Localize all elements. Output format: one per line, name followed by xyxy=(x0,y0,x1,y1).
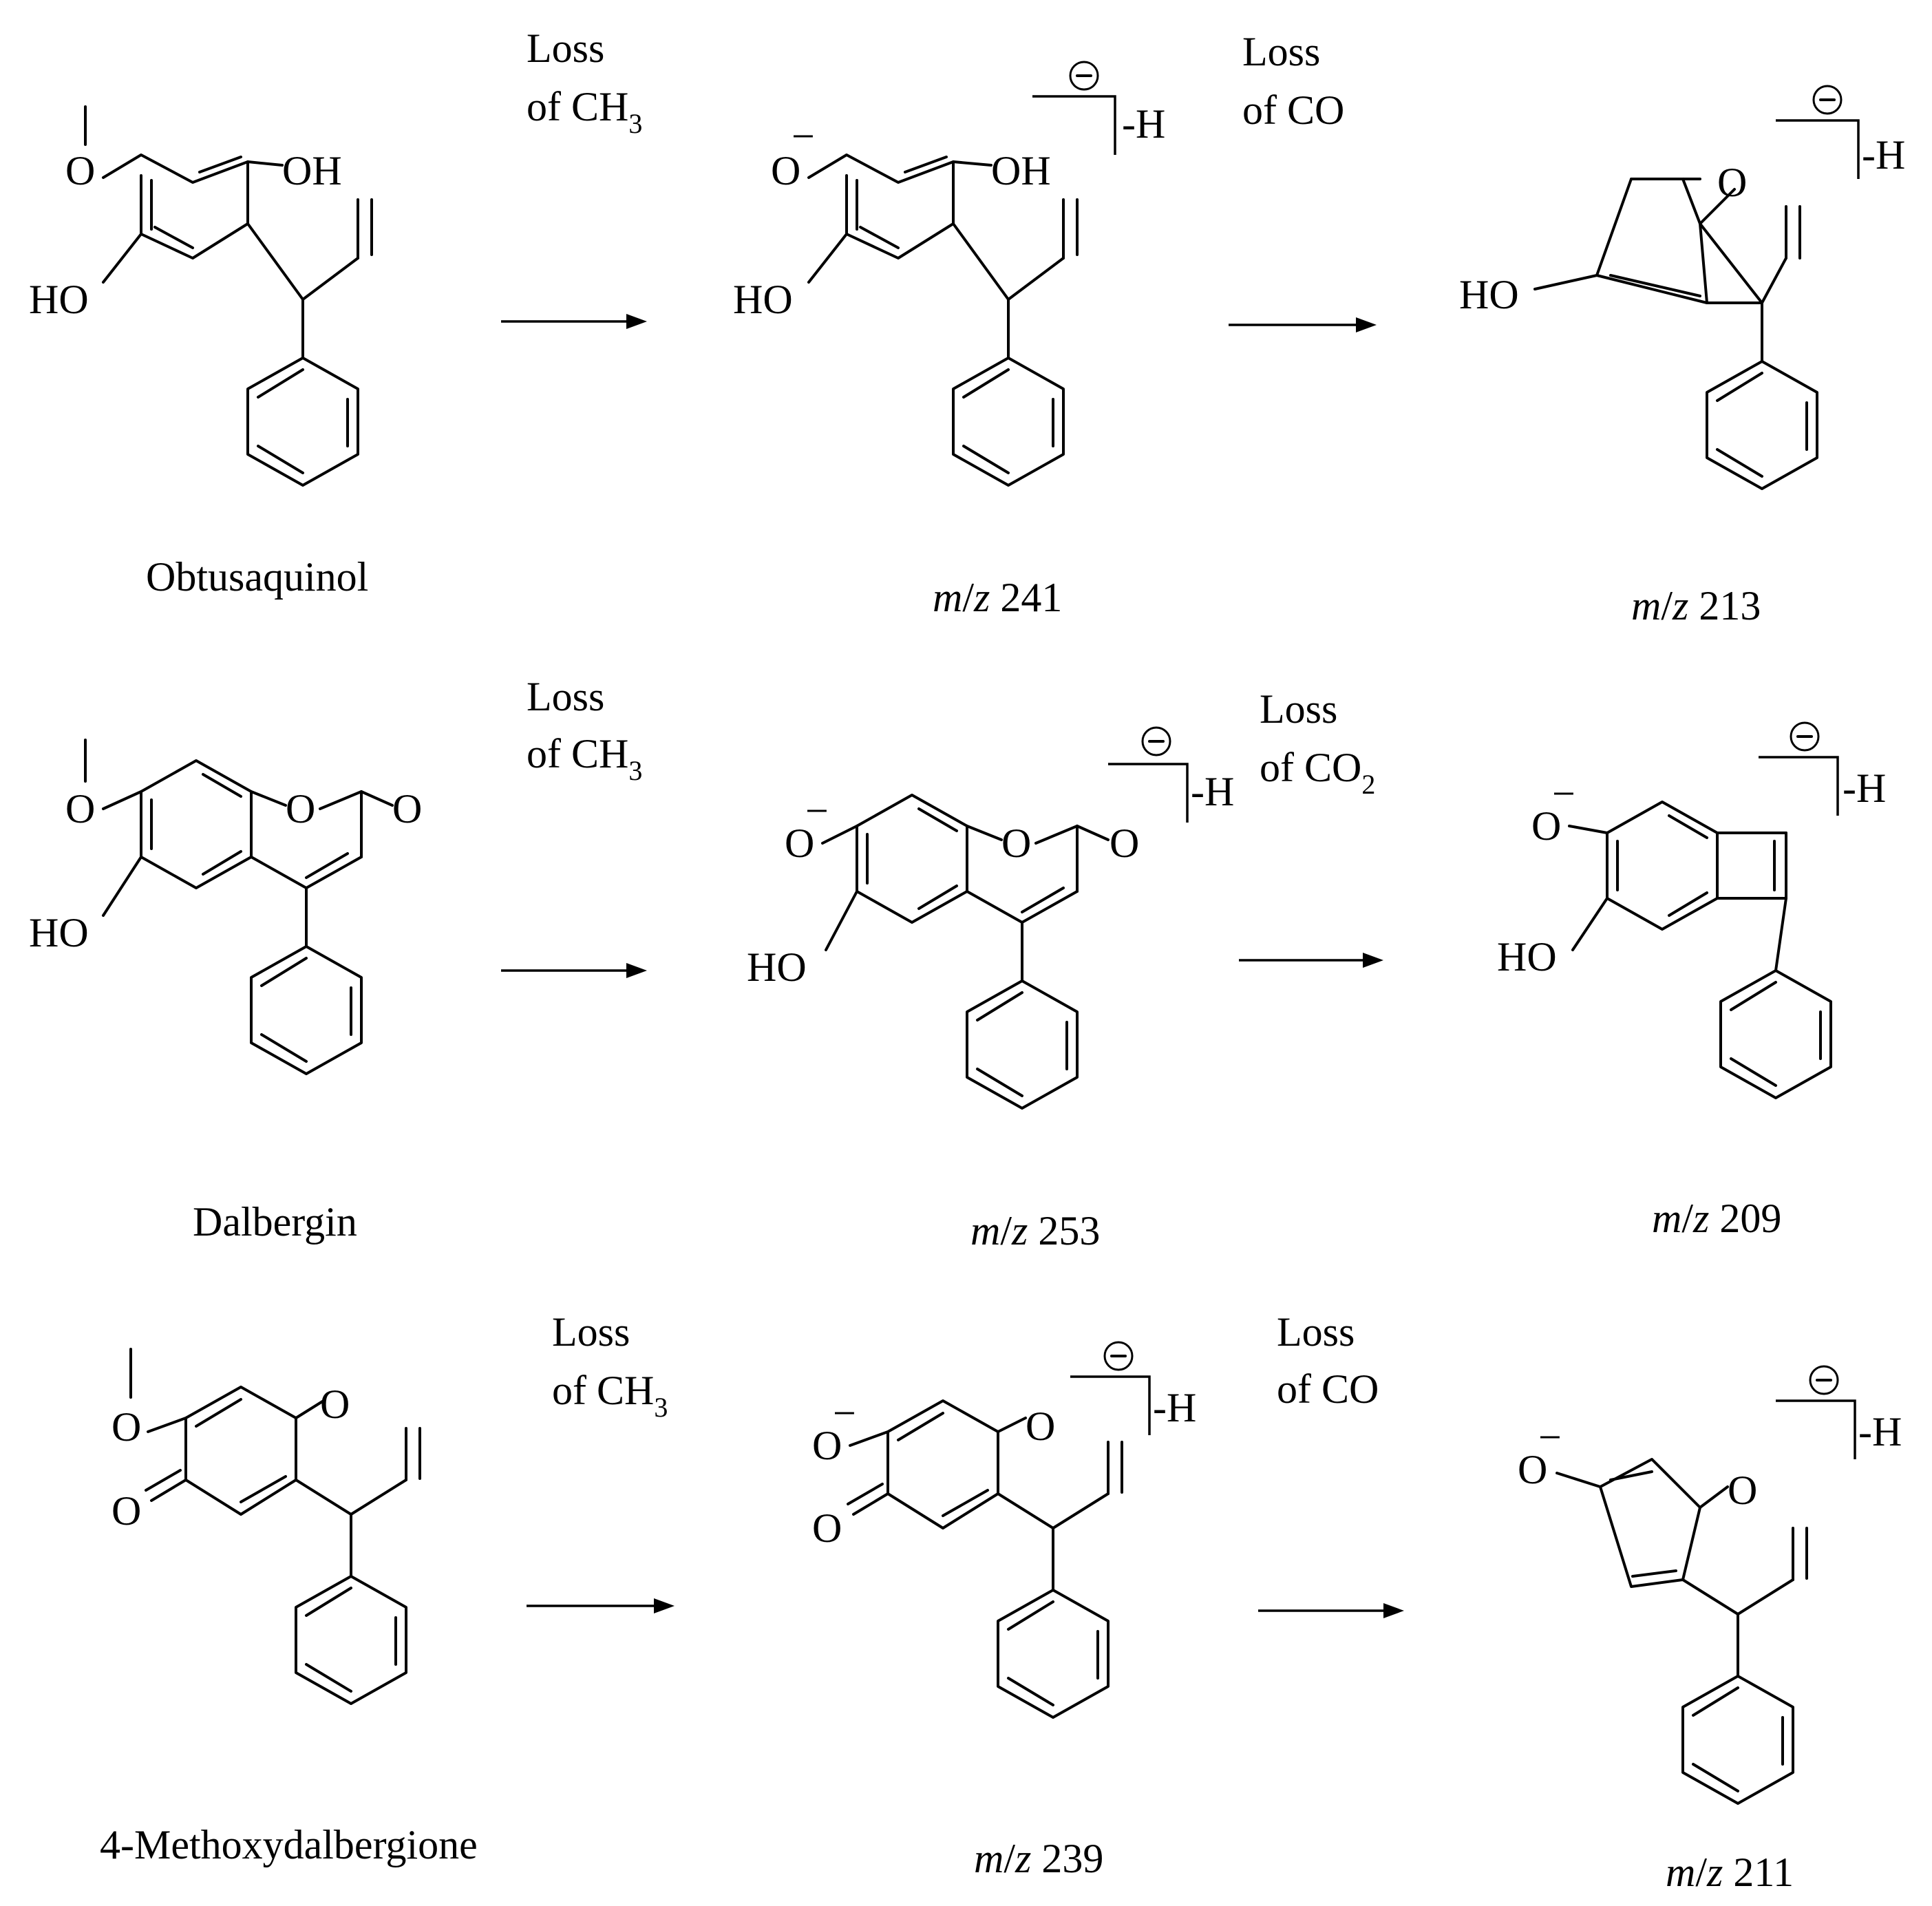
mz-label: m/z 211 xyxy=(1666,1850,1794,1895)
deprotonation-label: -H xyxy=(1153,1385,1196,1430)
reaction-arrow xyxy=(501,963,647,978)
phenoxide-oxygen: O xyxy=(771,148,800,193)
negative-charge: − xyxy=(805,788,829,834)
negative-charge: − xyxy=(792,114,815,159)
reaction-arrow xyxy=(1239,953,1383,968)
negative-charge: − xyxy=(833,1390,856,1436)
ring-oxygen: O xyxy=(1001,820,1031,866)
phenoxide-oxygen: O xyxy=(1518,1447,1547,1492)
mz-label: m/z 239 xyxy=(974,1836,1103,1881)
phenoxide-oxygen: O xyxy=(785,820,814,866)
deprotonation-label: -H xyxy=(1843,765,1886,811)
fragment-213-structure: O HO -H xyxy=(1459,85,1905,490)
phenoxide-oxygen: O xyxy=(812,1423,842,1468)
quinone-oxygen: O xyxy=(112,1488,141,1534)
negative-charge: − xyxy=(1538,1415,1562,1460)
ring-oxygen: O xyxy=(286,786,315,832)
obtusaquinol-structure: O OH HO xyxy=(29,105,373,487)
loss-species: of CH3 xyxy=(552,1368,668,1423)
phenoxide-oxygen: O xyxy=(1531,803,1561,849)
mz-label: m/z 253 xyxy=(970,1208,1100,1253)
hydroxyl-label: HO xyxy=(733,277,793,322)
methoxy-oxygen: O xyxy=(65,786,95,832)
loss-species: of CH3 xyxy=(527,84,642,139)
loss-species: of CO xyxy=(1242,87,1344,133)
lactone-oxygen: O xyxy=(392,786,422,832)
reaction-arrow xyxy=(1229,317,1377,332)
fragment-209-structure: O − HO -H xyxy=(1497,721,1886,1099)
loss-species: of CO xyxy=(1277,1366,1379,1412)
loss-label: Loss xyxy=(552,1309,630,1355)
loss-label: Loss xyxy=(527,25,604,71)
loss-species: of CH3 xyxy=(527,731,642,786)
hydroxyl-label: HO xyxy=(29,277,89,322)
hydroxyl-label: HO xyxy=(1459,272,1519,317)
precursor-name: 4-Methoxydalbergione xyxy=(100,1822,478,1867)
hydroxyl-label: HO xyxy=(29,910,89,955)
hydroxyl-label: HO xyxy=(747,944,807,990)
loss-label: Loss xyxy=(1260,686,1337,732)
dalbergin-structure: O HO O O xyxy=(29,739,422,1075)
loss-label: Loss xyxy=(1277,1309,1355,1355)
quinone-oxygen: O xyxy=(812,1505,842,1551)
reaction-arrow xyxy=(527,1598,675,1613)
hydroxyl-label: OH xyxy=(282,148,342,193)
precursor-name: Dalbergin xyxy=(193,1199,357,1245)
precursor-name: Obtusaquinol xyxy=(146,554,368,600)
ketone-oxygen: O xyxy=(1717,160,1747,205)
reaction-arrow xyxy=(501,314,647,329)
hydroxyl-label: HO xyxy=(1497,934,1557,980)
loss-label: Loss xyxy=(1242,29,1320,74)
deprotonation-label: -H xyxy=(1122,101,1165,147)
fragment-239-structure: O − O O -H xyxy=(812,1341,1196,1719)
reaction-arrow xyxy=(1258,1603,1404,1618)
quinone-oxygen: O xyxy=(320,1381,350,1427)
mz-label: m/z 213 xyxy=(1631,583,1761,628)
hydroxyl-label: OH xyxy=(991,148,1051,193)
methoxy-oxygen: O xyxy=(112,1404,141,1450)
negative-charge: − xyxy=(1552,771,1575,816)
ketone-oxygen: O xyxy=(1728,1468,1757,1513)
deprotonation-label: -H xyxy=(1191,769,1234,814)
methoxy-oxygen: O xyxy=(65,148,95,193)
methoxydalbergione-structure: O O O xyxy=(112,1348,421,1705)
deprotonation-label: -H xyxy=(1858,1409,1902,1454)
quinone-oxygen: O xyxy=(1026,1404,1055,1449)
mz-label: m/z 209 xyxy=(1652,1196,1781,1241)
loss-species: of CO2 xyxy=(1260,745,1375,800)
lactone-oxygen: O xyxy=(1110,820,1139,866)
fragment-241-structure: O − OH HO -H xyxy=(733,61,1165,487)
loss-label: Loss xyxy=(527,674,604,719)
mz-label: m/z 241 xyxy=(933,575,1062,620)
fragment-253-structure: O − HO O O -H xyxy=(747,726,1234,1110)
deprotonation-label: -H xyxy=(1862,132,1905,178)
fragment-211-structure: O − O -H xyxy=(1518,1365,1902,1805)
